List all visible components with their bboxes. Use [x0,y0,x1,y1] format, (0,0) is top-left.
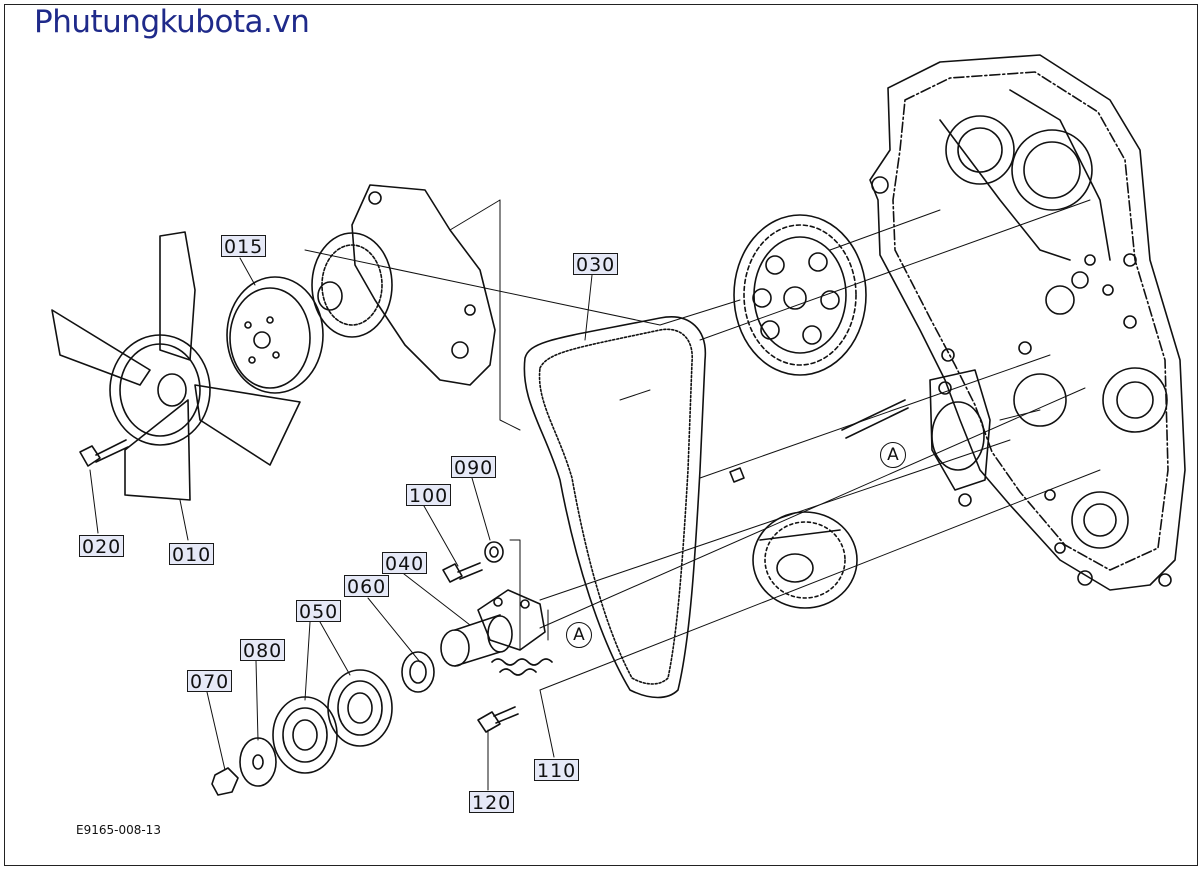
tensioner-assembly [211,541,553,796]
callout-080[interactable]: 080 [240,639,286,662]
gear-case [869,54,1186,591]
water-pump [311,184,496,386]
callout-100[interactable]: 100 [406,484,452,507]
crank-pulley [752,511,858,609]
watermark-text: Phutungkubota.vn [34,4,310,40]
drawing-frame [4,4,1198,866]
stud-bolts [729,399,909,483]
callout-040[interactable]: 040 [382,552,428,575]
ref-marker-a-case: A [880,442,906,468]
callout-030[interactable]: 030 [573,253,619,276]
callout-090[interactable]: 090 [451,456,497,479]
callout-110[interactable]: 110 [534,759,580,782]
callout-010[interactable]: 010 [169,543,215,566]
callout-060[interactable]: 060 [344,575,390,598]
assembly-lines [304,199,1101,691]
callout-120[interactable]: 120 [469,791,515,814]
cam-gear [733,214,867,376]
timing-belt [523,316,707,699]
cooling-fan [51,231,301,501]
callout-015[interactable]: 015 [221,235,267,258]
callout-050[interactable]: 050 [296,600,342,623]
bolt-020 [79,439,129,467]
callout-020[interactable]: 020 [79,535,125,558]
drawing-code: E9165-008-13 [76,823,161,837]
fan-pulley [226,276,324,394]
leader-lines [89,257,593,791]
callout-070[interactable]: 070 [187,670,233,693]
ref-marker-a-tensioner: A [566,622,592,648]
